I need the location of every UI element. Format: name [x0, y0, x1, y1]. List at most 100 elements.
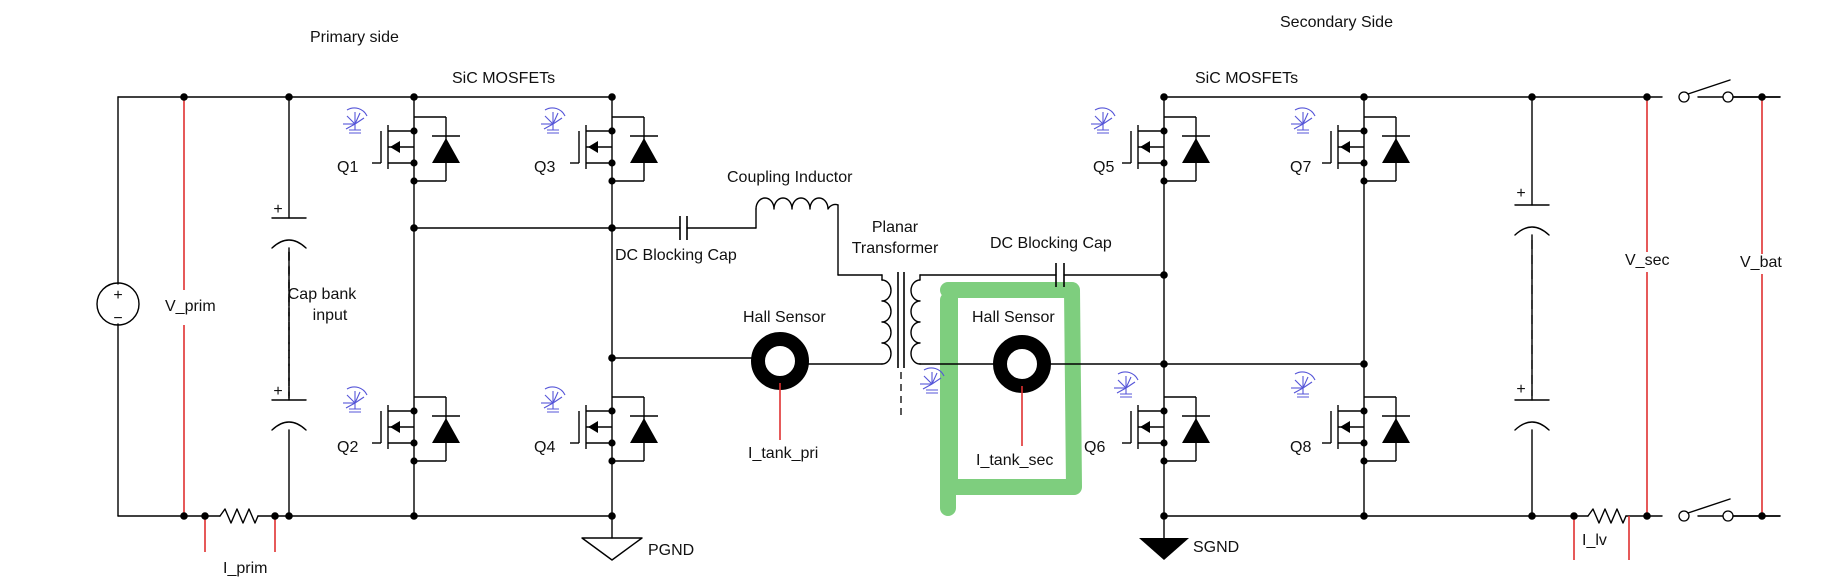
- mosfet-q7: [1290, 107, 1410, 185]
- label-dc-block-secondary: DC Blocking Cap: [990, 235, 1112, 252]
- label-cap-bank: Cap bank: [288, 286, 357, 303]
- label-q7: Q7: [1290, 159, 1311, 176]
- mosfet-layer: [342, 107, 1410, 465]
- out-cap-top-plus: +: [1516, 185, 1525, 202]
- gate-driver-icon: [1113, 371, 1139, 398]
- shunt-resistor-secondary: [1573, 508, 1630, 560]
- junction-dot: [1160, 271, 1168, 279]
- label-q1: Q1: [337, 159, 358, 176]
- junction-dot: [285, 93, 293, 101]
- label-pgnd: PGND: [648, 542, 694, 559]
- output-switch-bottom: [1678, 498, 1781, 522]
- label-transformer: Transformer: [852, 240, 939, 257]
- gate-driver-icon: [919, 367, 945, 394]
- junction-dot: [1360, 512, 1368, 520]
- label-q3: Q3: [534, 159, 555, 176]
- hall-sensor-secondary: [993, 335, 1051, 446]
- cap-bottom-plus: +: [273, 383, 282, 400]
- cap-top-plus: +: [273, 201, 282, 218]
- source-plus: +: [113, 287, 122, 304]
- voltage-source: + −: [96, 282, 140, 327]
- label-coupling-inductor: Coupling Inductor: [727, 169, 853, 186]
- junction-dot: [1528, 512, 1536, 520]
- junction-dot: [608, 224, 616, 232]
- label-i-tank-pri: I_tank_pri: [748, 445, 818, 462]
- label-q6: Q6: [1084, 439, 1105, 456]
- label-i-lv: I_lv: [1582, 532, 1607, 549]
- label-sic-secondary: SiC MOSFETs: [1195, 70, 1298, 87]
- junction-dot: [201, 512, 209, 520]
- planar-transformer: [881, 272, 921, 416]
- junction-dot: [1160, 360, 1168, 368]
- junction-dot: [271, 512, 279, 520]
- junction-dot: [1643, 512, 1651, 520]
- label-i-tank-sec: I_tank_sec: [976, 452, 1053, 469]
- junction-dot: [285, 512, 293, 520]
- highlight-annotation: [940, 282, 1082, 516]
- pgnd-symbol: [581, 515, 643, 561]
- label-secondary-side: Secondary Side: [1280, 14, 1393, 31]
- junction-dot: [1758, 93, 1766, 101]
- out-cap-bottom-plus: +: [1516, 381, 1525, 398]
- junction-dot: [608, 93, 616, 101]
- hall-sensor-primary: [751, 332, 809, 440]
- junction-dots: [180, 93, 1766, 520]
- source-minus: −: [113, 310, 122, 327]
- junction-dot: [1570, 512, 1578, 520]
- mosfet-q8: [1290, 371, 1410, 465]
- coupling-inductor: [755, 197, 883, 276]
- junction-dot: [608, 354, 616, 362]
- gate-driver-icon: [342, 386, 368, 413]
- label-hall-primary: Hall Sensor: [743, 309, 826, 326]
- cap-bank-input: + +: [271, 201, 307, 431]
- label-sgnd: SGND: [1193, 539, 1239, 556]
- mosfet-q6: [1113, 371, 1210, 465]
- mosfet-q1: [342, 107, 460, 185]
- junction-dot: [410, 224, 418, 232]
- dc-blocking-cap-secondary: [1055, 263, 1065, 287]
- dc-blocking-cap-primary: [679, 216, 688, 240]
- label-v-bat: V_bat: [1740, 254, 1782, 271]
- junction-dot: [1643, 93, 1651, 101]
- gate-driver-icon: [1290, 107, 1316, 134]
- label-q5: Q5: [1093, 159, 1114, 176]
- label-q4: Q4: [534, 439, 555, 456]
- label-sic-primary: SiC MOSFETs: [452, 70, 555, 87]
- sgnd-symbol: [1139, 515, 1189, 560]
- label-v-prim: V_prim: [165, 298, 216, 315]
- mosfet-q4: [540, 386, 658, 465]
- junction-dot: [410, 512, 418, 520]
- mosfet-q5: [1090, 107, 1210, 185]
- label-v-sec: V_sec: [1625, 252, 1669, 269]
- gate-driver-icon: [342, 107, 368, 134]
- junction-dot: [1160, 512, 1168, 520]
- label-dc-block-primary: DC Blocking Cap: [615, 247, 737, 264]
- junction-dot: [180, 512, 188, 520]
- gate-driver-icon: [540, 107, 566, 134]
- junction-dot: [180, 93, 188, 101]
- output-switch-top: [1678, 79, 1781, 103]
- label-cap-bank-input: input: [313, 307, 348, 324]
- gate-driver-icon: [1290, 371, 1316, 398]
- label-primary-side: Primary side: [310, 29, 399, 46]
- gate-driver-icon: [1090, 107, 1116, 134]
- label-q8: Q8: [1290, 439, 1311, 456]
- gate-driver-icon: [540, 386, 566, 413]
- output-cap-bank: + +: [1514, 185, 1550, 431]
- junction-dot: [410, 93, 418, 101]
- junction-dot: [1160, 93, 1168, 101]
- mosfet-q3: [540, 107, 658, 185]
- junction-dot: [1758, 512, 1766, 520]
- label-i-prim: I_prim: [223, 560, 267, 577]
- junction-dot: [1360, 360, 1368, 368]
- junction-dot: [1528, 93, 1536, 101]
- label-hall-secondary: Hall Sensor: [972, 309, 1055, 326]
- junction-dot: [608, 512, 616, 520]
- shunt-resistor-primary: [204, 508, 276, 552]
- label-planar: Planar: [872, 219, 919, 236]
- primary-wiring: [117, 96, 883, 517]
- label-q2: Q2: [337, 439, 358, 456]
- mosfet-q2: [342, 386, 460, 465]
